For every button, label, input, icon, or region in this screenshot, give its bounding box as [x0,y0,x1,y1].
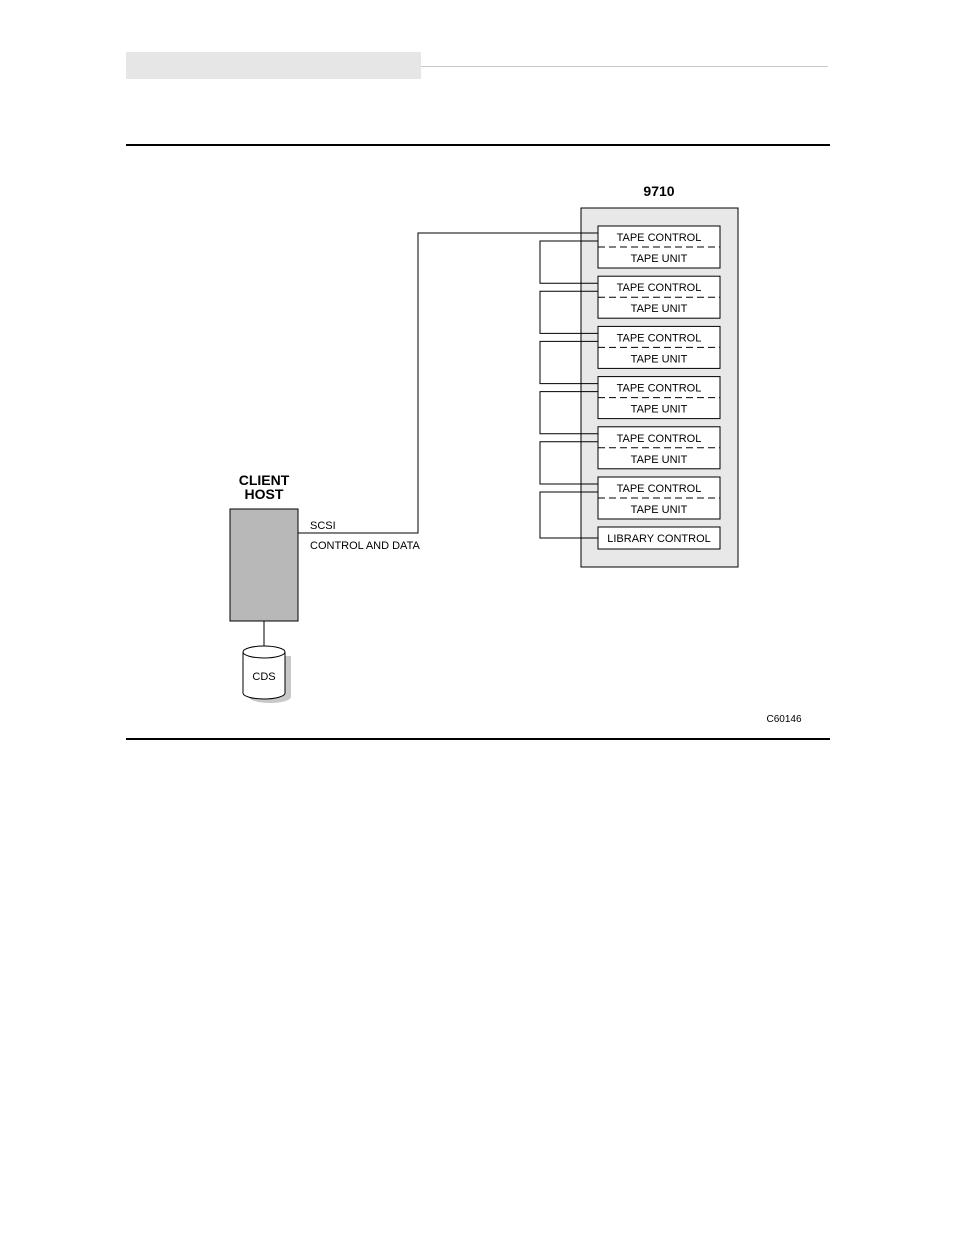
tape-control-label: TAPE CONTROL [617,282,702,294]
connection-label-control-data: CONTROL AND DATA [310,540,420,552]
tape-control-label: TAPE CONTROL [617,332,702,344]
drive-module: TAPE CONTROL TAPE UNIT [598,477,720,519]
client-host-box [230,509,298,621]
tape-unit-label: TAPE UNIT [631,454,688,466]
drive-module: TAPE CONTROL TAPE UNIT [598,377,720,419]
tape-unit-label: TAPE UNIT [631,504,688,516]
tape-unit-label: TAPE UNIT [631,404,688,416]
tape-control-label: TAPE CONTROL [617,433,702,445]
cds-label: CDS [252,671,275,683]
tape-unit-label: TAPE UNIT [631,353,688,365]
tape-control-label: TAPE CONTROL [617,483,702,495]
tape-control-label: TAPE CONTROL [617,232,702,244]
tape-unit-label: TAPE UNIT [631,303,688,315]
drive-module: TAPE CONTROL TAPE UNIT [598,326,720,368]
tape-unit-label: TAPE UNIT [631,253,688,265]
library-control-label: LIBRARY CONTROL [607,533,711,545]
drive-module: TAPE CONTROL TAPE UNIT [598,276,720,318]
figure-id: C60146 [766,714,801,725]
library-title: 9710 [643,183,674,199]
connection-label-scsi: SCSI [310,520,336,532]
scsi-connection-line [298,233,598,533]
drive-module: TAPE CONTROL TAPE UNIT [598,226,720,268]
tape-control-label: TAPE CONTROL [617,383,702,395]
host-title-line2: HOST [245,486,284,502]
drive-module: TAPE CONTROL TAPE UNIT [598,427,720,469]
